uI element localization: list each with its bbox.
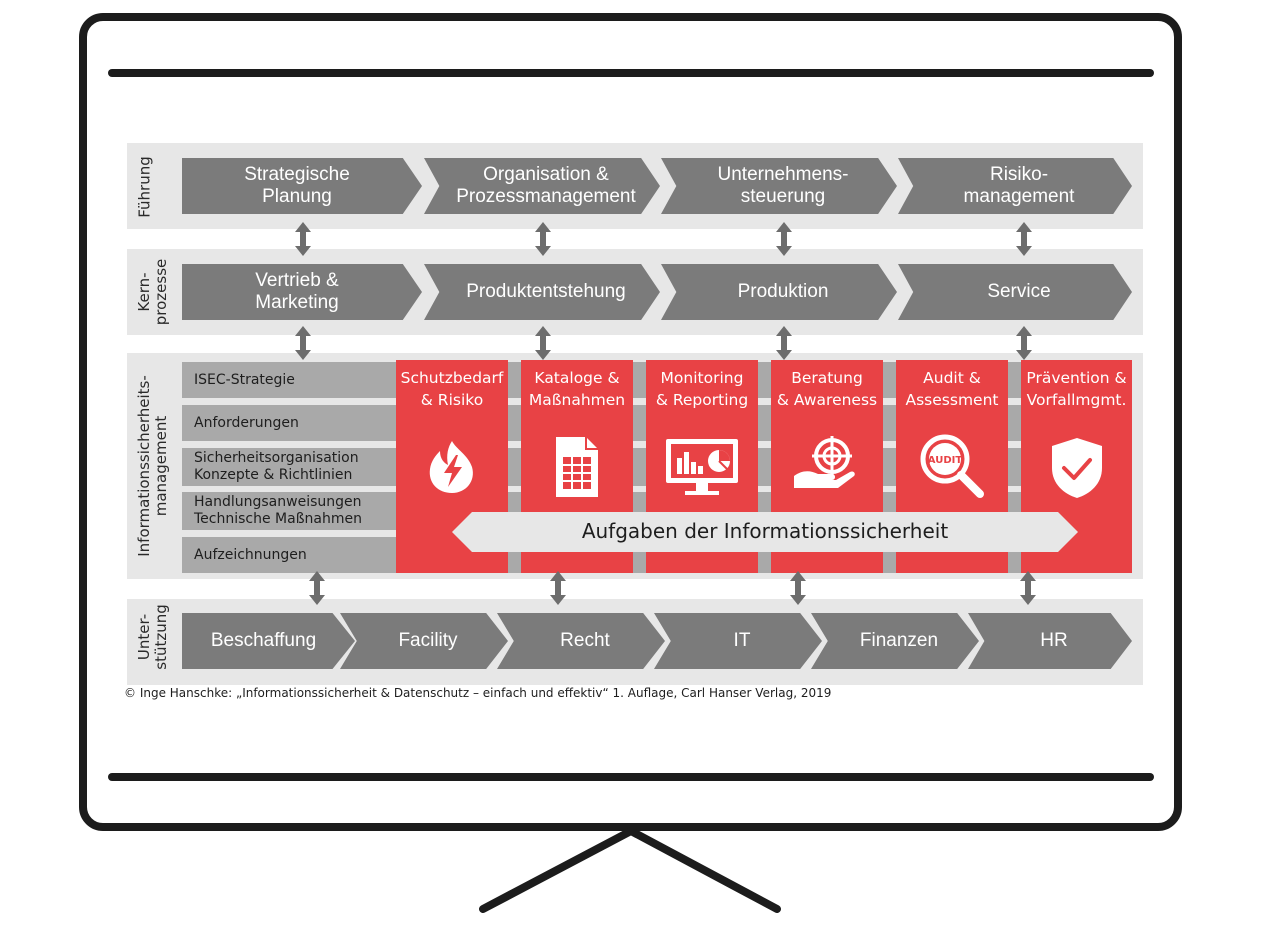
row-label-fuehrung: Führung xyxy=(135,156,154,218)
double-arrow-icon xyxy=(535,222,551,256)
double-arrow-icon xyxy=(309,571,325,605)
isms-stripe xyxy=(758,405,771,441)
isms-stripe xyxy=(1008,448,1021,486)
isms-stripe xyxy=(758,362,771,398)
isms-stripe xyxy=(1008,362,1021,398)
chevron-finanzen: Finanzen xyxy=(811,613,979,669)
isms-stripe xyxy=(633,405,646,441)
copyright-note: © Inge Hanschke: „Informationssicherheit… xyxy=(124,686,832,700)
isms-stripe xyxy=(508,362,521,398)
chevron-unternehmenssteuerung: Unternehmens-steuerung xyxy=(661,158,897,214)
isms-stripe xyxy=(633,362,646,398)
chevron-hr: HR xyxy=(968,613,1132,669)
tasks-banner-arrow xyxy=(452,512,1078,552)
double-arrow-icon xyxy=(1016,326,1032,360)
audit-icon-text: AUDIT xyxy=(928,455,963,466)
task-label-praevention: Prävention &Vorfallmgmt. xyxy=(1026,369,1127,409)
task-label-schutzbedarf: Schutzbedarf& Risiko xyxy=(400,369,504,409)
chevron-beschaffung: Beschaffung xyxy=(182,613,355,669)
double-arrow-icon xyxy=(776,326,792,360)
chevron-vertrieb-marketing: Vertrieb &Marketing xyxy=(182,264,422,320)
double-arrow-icon xyxy=(1016,222,1032,256)
row-label-kernprozesse: Kern- prozesse xyxy=(135,258,170,326)
chevron-produktentstehung: Produktentstehung xyxy=(424,264,660,320)
task-label-monitoring: Monitoring& Reporting xyxy=(655,369,749,409)
chevron-facility: Facility xyxy=(340,613,508,669)
chevron-service: Service xyxy=(898,264,1132,320)
isms-stripe xyxy=(883,405,896,441)
task-label-beratung: Beratung& Awareness xyxy=(776,369,878,409)
tasks-banner-label: Aufgaben der Informationssicherheit xyxy=(581,519,949,543)
monitor-chart-icon xyxy=(666,439,738,495)
isms-item-isec-strategie: ISEC-Strategie xyxy=(182,362,408,398)
double-arrow-icon xyxy=(550,571,566,605)
double-arrow-icon xyxy=(295,326,311,360)
task-label-audit: Audit &Assessment xyxy=(905,369,999,409)
chevron-produktion: Produktion xyxy=(661,264,897,320)
isms-stripe xyxy=(633,448,646,486)
document-table-icon xyxy=(556,437,598,497)
chevron-recht: Recht xyxy=(497,613,665,669)
double-arrow-icon xyxy=(535,326,551,360)
isms-stripe xyxy=(758,448,771,486)
isms-stripe xyxy=(508,405,521,441)
flame-bolt-icon xyxy=(429,441,473,493)
double-arrow-icon xyxy=(1020,571,1036,605)
isms-stripe xyxy=(508,448,521,486)
isms-stripe xyxy=(1008,405,1021,441)
row-label-isms: Informationssicherheits- management xyxy=(135,375,170,557)
task-label-kataloge: Kataloge &Maßnahmen xyxy=(528,369,626,409)
double-arrow-icon xyxy=(790,571,806,605)
row-label-unterstuetzung: Unter- stützung xyxy=(135,604,170,670)
chevron-risikomanagement: Risiko-management xyxy=(898,158,1132,214)
chevron-it: IT xyxy=(654,613,822,669)
isms-stripe xyxy=(883,448,896,486)
isms-stripe xyxy=(883,362,896,398)
isms-item-anforderungen: Anforderungen xyxy=(182,405,408,441)
double-arrow-icon xyxy=(776,222,792,256)
isms-item-aufzeichnungen: Aufzeichnungen xyxy=(182,537,408,573)
hand-target-icon xyxy=(794,436,855,488)
shield-check-icon xyxy=(1052,438,1102,498)
audit-magnifier-icon: AUDIT xyxy=(920,434,984,498)
double-arrow-icon xyxy=(295,222,311,256)
chevron-organisation-prozessmanagement: Organisation &Prozessmanagement xyxy=(424,158,660,214)
